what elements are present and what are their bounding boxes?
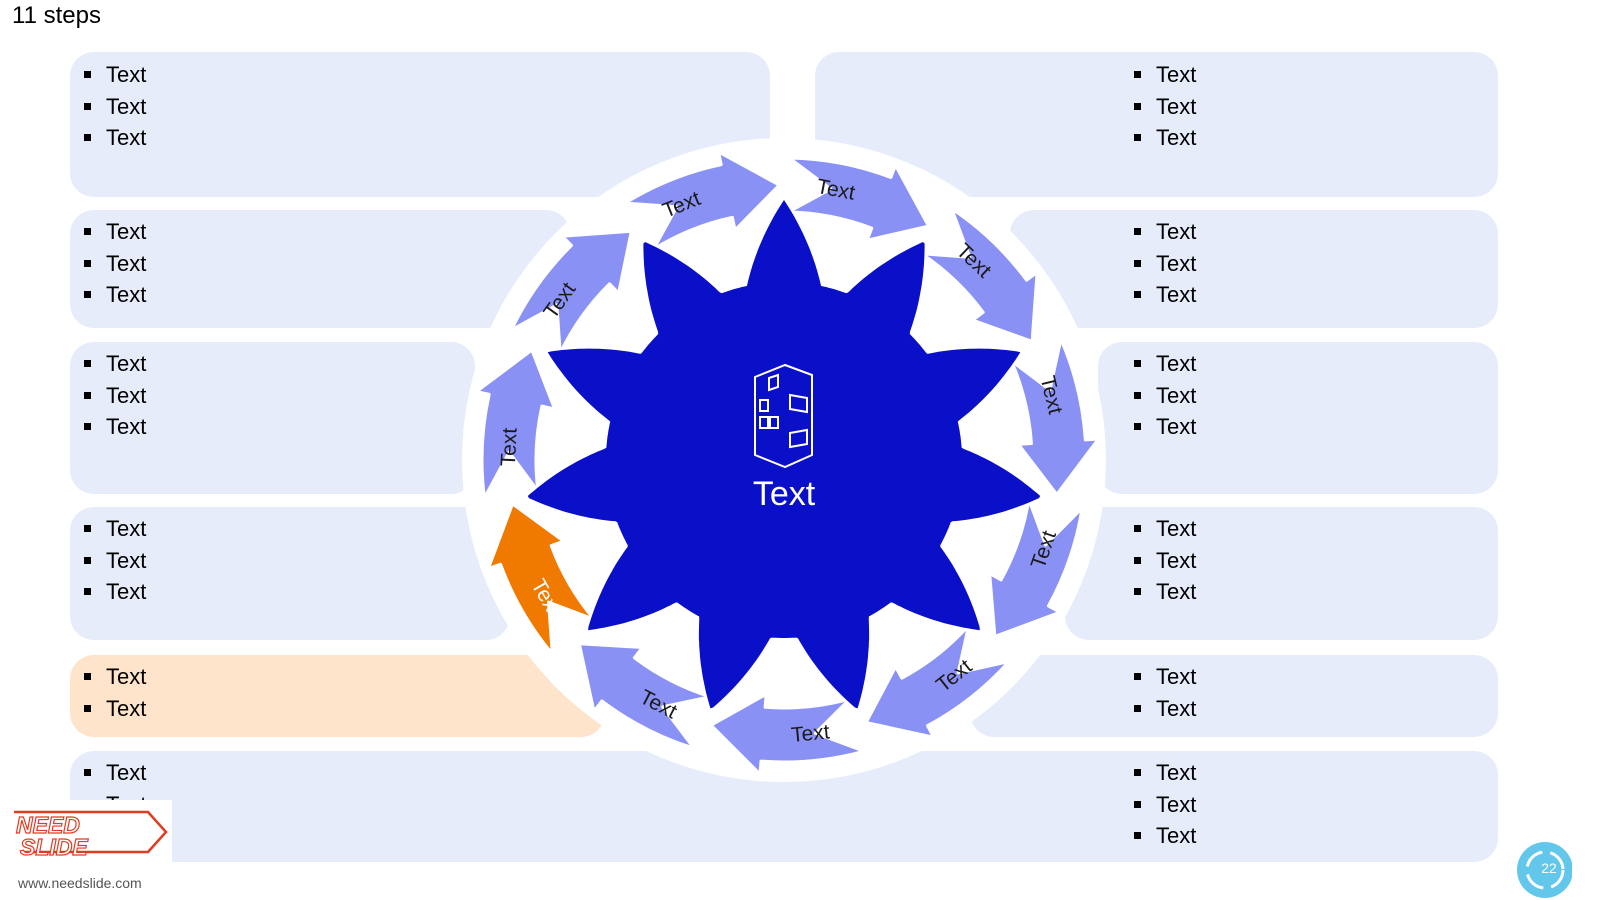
- step-arrow: [475, 348, 557, 500]
- left-panel-5: [70, 655, 605, 737]
- right-list-3-item: Text: [1134, 411, 1196, 443]
- right-panel-2: [1010, 210, 1498, 328]
- left-list-2-item: Text: [84, 216, 146, 248]
- right-list-1-item: Text: [1134, 91, 1196, 123]
- left-panel-4: [70, 507, 510, 640]
- left-list-1: Text Text Text: [84, 59, 146, 154]
- left-list-4: Text Text Text: [84, 513, 146, 608]
- right-panel-3: [1098, 342, 1498, 494]
- left-list-2: Text Text Text: [84, 216, 146, 311]
- step-label: Text: [497, 427, 522, 467]
- right-list-1-item: Text: [1134, 122, 1196, 154]
- left-list-3-item: Text: [84, 411, 146, 443]
- step-label: Text: [790, 720, 831, 747]
- right-list-4-item: Text: [1134, 545, 1196, 577]
- step-arrows: [475, 150, 1100, 776]
- building-icon: [754, 363, 813, 469]
- step-arrow: [486, 502, 596, 656]
- left-panel-2: [70, 210, 570, 328]
- logo-word-need: NEED: [16, 812, 80, 838]
- left-list-3-item: Text: [84, 380, 146, 412]
- step-arrow: [510, 229, 633, 355]
- left-list-2-item: Text: [84, 279, 146, 311]
- right-list-3-item: Text: [1134, 380, 1196, 412]
- left-list-4-item: Text: [84, 545, 146, 577]
- right-list-3: Text Text Text: [1134, 348, 1196, 443]
- left-list-3: Text Text Text: [84, 348, 146, 443]
- step-arrow: [786, 156, 931, 242]
- step-arrow: [577, 642, 712, 750]
- step-arrow: [623, 150, 781, 251]
- left-list-4-item: Text: [84, 513, 146, 545]
- right-list-2-item: Text: [1134, 279, 1196, 311]
- logo-backdrop: [0, 800, 172, 900]
- right-list-6-item: Text: [1134, 820, 1196, 852]
- left-list-5-item: Text: [84, 661, 146, 693]
- right-list-6: Text Text Text: [1134, 757, 1196, 852]
- right-list-4-item: Text: [1134, 513, 1196, 545]
- right-list-2-item: Text: [1134, 248, 1196, 280]
- left-list-1-item: Text: [84, 59, 146, 91]
- website-url: www.needslide.com: [18, 875, 142, 891]
- slide-title: 11 steps: [12, 2, 101, 29]
- hub-gear: [527, 200, 1041, 709]
- right-panel-5: [970, 655, 1498, 737]
- right-list-5-item: Text: [1134, 693, 1196, 725]
- step-arrow: [988, 498, 1084, 638]
- right-list-2: Text Text Text: [1134, 216, 1196, 311]
- left-panel-3: [70, 342, 475, 494]
- right-list-6-item: Text: [1134, 789, 1196, 821]
- step-arrow: [709, 692, 866, 776]
- step-arrow: [1009, 337, 1100, 496]
- left-list-2-item: Text: [84, 248, 146, 280]
- logo-word-slide: SLIDE: [20, 834, 88, 860]
- left-list-1-item: Text: [84, 91, 146, 123]
- right-list-5: Text Text: [1134, 661, 1196, 724]
- left-list-1-item: Text: [84, 122, 146, 154]
- right-list-2-item: Text: [1134, 216, 1196, 248]
- page-number: 22: [1541, 860, 1557, 876]
- left-list-5-item: Text: [84, 693, 146, 725]
- left-list-5: Text Text: [84, 661, 146, 724]
- center-label: Text: [753, 475, 816, 513]
- step-arrow: [920, 207, 1039, 343]
- left-list-4-item: Text: [84, 576, 146, 608]
- right-list-1: Text Text Text: [1134, 59, 1196, 154]
- right-list-5-item: Text: [1134, 661, 1196, 693]
- right-list-4: Text Text Text: [1134, 513, 1196, 608]
- right-list-4-item: Text: [1134, 576, 1196, 608]
- needslide-logo: NEED SLIDE: [14, 810, 168, 861]
- left-list-3-item: Text: [84, 348, 146, 380]
- left-list-6-item: Text: [84, 757, 146, 789]
- step-arrow: [864, 624, 1011, 739]
- right-list-3-item: Text: [1134, 348, 1196, 380]
- right-list-6-item: Text: [1134, 757, 1196, 789]
- right-list-1-item: Text: [1134, 59, 1196, 91]
- page-number-badge: [1517, 842, 1572, 898]
